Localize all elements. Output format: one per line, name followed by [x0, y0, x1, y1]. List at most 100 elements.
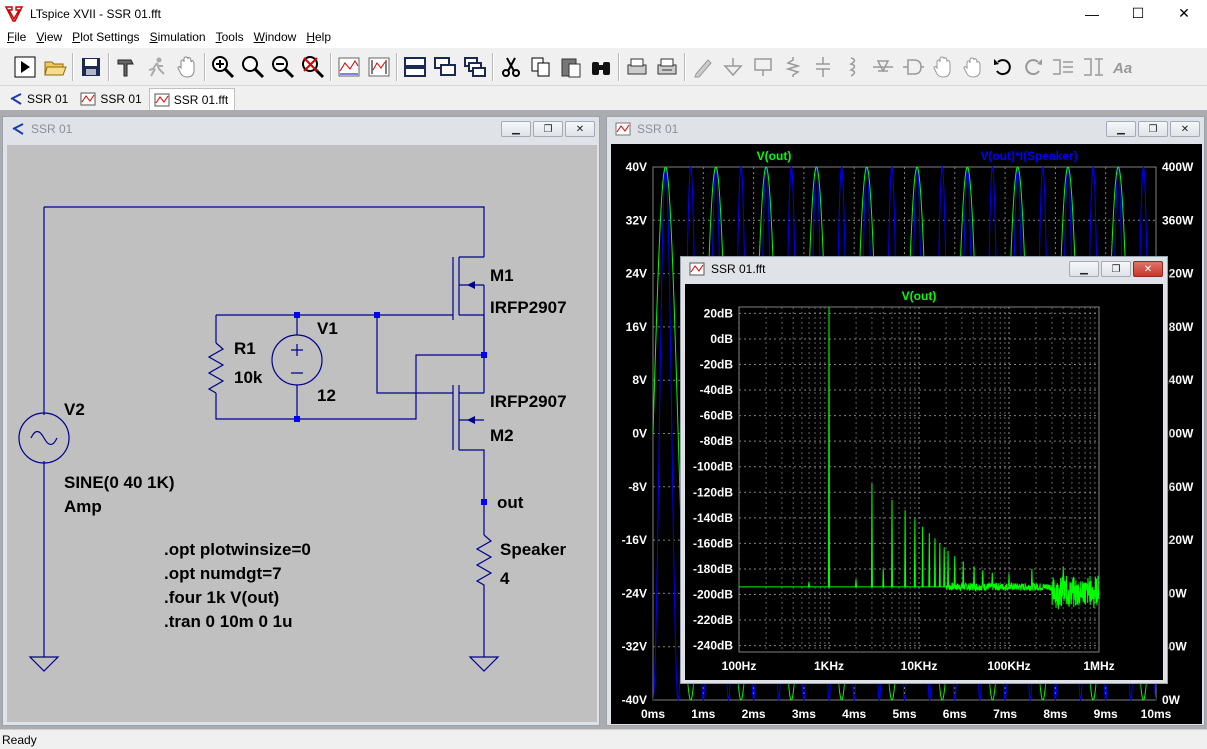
restore-icon: ❐ — [1111, 263, 1121, 275]
child-close-button[interactable]: ✕ — [565, 121, 595, 137]
autorange-button[interactable] — [334, 52, 364, 82]
directive-plotwinsize[interactable]: .opt plotwinsize=0 — [164, 540, 311, 559]
y-tick-label: -140dB — [693, 511, 733, 525]
menu-plot-settings[interactable]: Plot Settings — [72, 30, 140, 44]
r1-label[interactable]: R1 — [234, 339, 256, 358]
diode-button[interactable] — [868, 52, 898, 82]
resistor-button[interactable] — [778, 52, 808, 82]
directive-four[interactable]: .four 1k V(out) — [164, 588, 279, 607]
menu-help[interactable]: Help — [306, 30, 331, 44]
y-tick-label: 0V — [632, 427, 647, 441]
child-minimize-button[interactable]: ▁ — [1106, 121, 1136, 137]
run-icon — [14, 56, 36, 77]
control-panel-button[interactable] — [112, 52, 142, 82]
tab-waveform[interactable]: SSR 01 — [75, 88, 148, 110]
m2-model-label[interactable]: IRFP2907 — [490, 392, 567, 411]
minimize-button[interactable]: — — [1069, 0, 1115, 27]
text-button[interactable]: Aa — [1108, 52, 1138, 82]
m2-label[interactable]: M2 — [490, 426, 514, 445]
child-restore-button[interactable]: ❐ — [1101, 261, 1131, 277]
undo-button[interactable] — [988, 52, 1018, 82]
restore-icon: ❐ — [543, 123, 553, 135]
draw-wire-button[interactable] — [688, 52, 718, 82]
child-close-button[interactable]: ✕ — [1170, 121, 1200, 137]
menu-view[interactable]: View — [36, 30, 63, 44]
zoom-out-button[interactable] — [268, 52, 298, 82]
open-button[interactable] — [40, 52, 70, 82]
printer-icon — [657, 58, 677, 74]
zoom-fit-button[interactable] — [298, 52, 328, 82]
inductor-button[interactable] — [838, 52, 868, 82]
fft-window-titlebar[interactable]: SSR 01.fft — [681, 257, 1167, 281]
schematic-canvas[interactable]: M1 IRFP2907 IRFP2907 M2 R1 10k V1 12 V2 … — [7, 145, 597, 722]
menu-file[interactable]: File — [7, 30, 27, 44]
menu-window[interactable]: Window — [253, 30, 297, 44]
speaker-value[interactable]: 4 — [500, 569, 510, 588]
title-bar: LTspice XVII - SSR 01.fft — ☐ ✕ — [0, 0, 1207, 27]
menu-tools[interactable]: Tools — [215, 30, 244, 44]
v1-value[interactable]: 12 — [317, 386, 336, 405]
ground-button[interactable] — [718, 52, 748, 82]
child-close-button[interactable]: ✕ — [1133, 261, 1163, 277]
r1-value[interactable]: 10k — [234, 368, 263, 387]
mirror-button[interactable] — [1078, 52, 1108, 82]
zoom-back-button[interactable] — [238, 52, 268, 82]
rotate-button[interactable] — [1048, 52, 1078, 82]
folder-icon — [44, 61, 67, 75]
speaker-label[interactable]: Speaker — [500, 540, 567, 559]
v1-label[interactable]: V1 — [317, 319, 338, 338]
drag-button[interactable] — [958, 52, 988, 82]
toolbar-separator — [492, 52, 494, 81]
find-button[interactable] — [586, 52, 616, 82]
child-minimize-button[interactable]: ▁ — [1069, 261, 1099, 277]
redo-button[interactable] — [1018, 52, 1048, 82]
y-tick-label: -180dB — [693, 562, 733, 576]
capacitor-icon — [816, 56, 830, 77]
maximize-button[interactable]: ☐ — [1115, 0, 1161, 27]
paste-icon — [561, 58, 581, 77]
child-minimize-button[interactable]: ▁ — [501, 121, 531, 137]
close-button[interactable]: ✕ — [1161, 0, 1207, 27]
menu-simulation[interactable]: Simulation — [149, 30, 206, 44]
manual-limits-button[interactable] — [364, 52, 394, 82]
y-tick-label: -100dB — [693, 460, 733, 474]
tab-schematic[interactable]: SSR 01 — [4, 88, 75, 110]
run-button[interactable] — [10, 52, 40, 82]
y-tick-label: -32V — [622, 640, 647, 654]
print-button[interactable] — [652, 52, 682, 82]
cascade-button[interactable] — [430, 52, 460, 82]
print-preview-button[interactable] — [622, 52, 652, 82]
child-restore-button[interactable]: ❐ — [1138, 121, 1168, 137]
directive-tran[interactable]: .tran 0 10m 0 1u — [164, 612, 293, 631]
directive-numdgt[interactable]: .opt numdgt=7 — [164, 564, 282, 583]
waveform-window-titlebar[interactable]: SSR 01 — [607, 117, 1204, 141]
amp-label[interactable]: Amp — [64, 497, 102, 516]
component-button[interactable] — [898, 52, 928, 82]
paste-button[interactable] — [556, 52, 586, 82]
m1-label[interactable]: M1 — [490, 266, 514, 285]
label-net-button[interactable] — [748, 52, 778, 82]
save-button[interactable] — [76, 52, 106, 82]
halt-button[interactable] — [142, 52, 172, 82]
tile-horizontal-button[interactable] — [400, 52, 430, 82]
tab-fft[interactable]: SSR 01.fft — [148, 88, 236, 110]
out-net-label[interactable]: out — [497, 493, 524, 512]
move-button[interactable] — [928, 52, 958, 82]
y2-tick-label: 240W — [1162, 373, 1194, 387]
m1-model-label[interactable]: IRFP2907 — [490, 298, 567, 317]
v2-label[interactable]: V2 — [64, 400, 85, 419]
copy-button[interactable] — [526, 52, 556, 82]
v2-value[interactable]: SINE(0 40 1K) — [64, 473, 175, 492]
cut-button[interactable] — [496, 52, 526, 82]
tile-vertical-button[interactable] — [460, 52, 490, 82]
capacitor-button[interactable] — [808, 52, 838, 82]
schematic-window-titlebar[interactable]: SSR 01 — [3, 117, 599, 141]
y-tick-label: 0dB — [710, 332, 733, 346]
pan-button[interactable] — [172, 52, 202, 82]
zoom-in-button[interactable] — [208, 52, 238, 82]
rotate-icon — [1053, 58, 1073, 75]
y-tick-label: 16V — [626, 320, 647, 334]
close-icon: ✕ — [1178, 5, 1190, 21]
child-restore-button[interactable]: ❐ — [533, 121, 563, 137]
